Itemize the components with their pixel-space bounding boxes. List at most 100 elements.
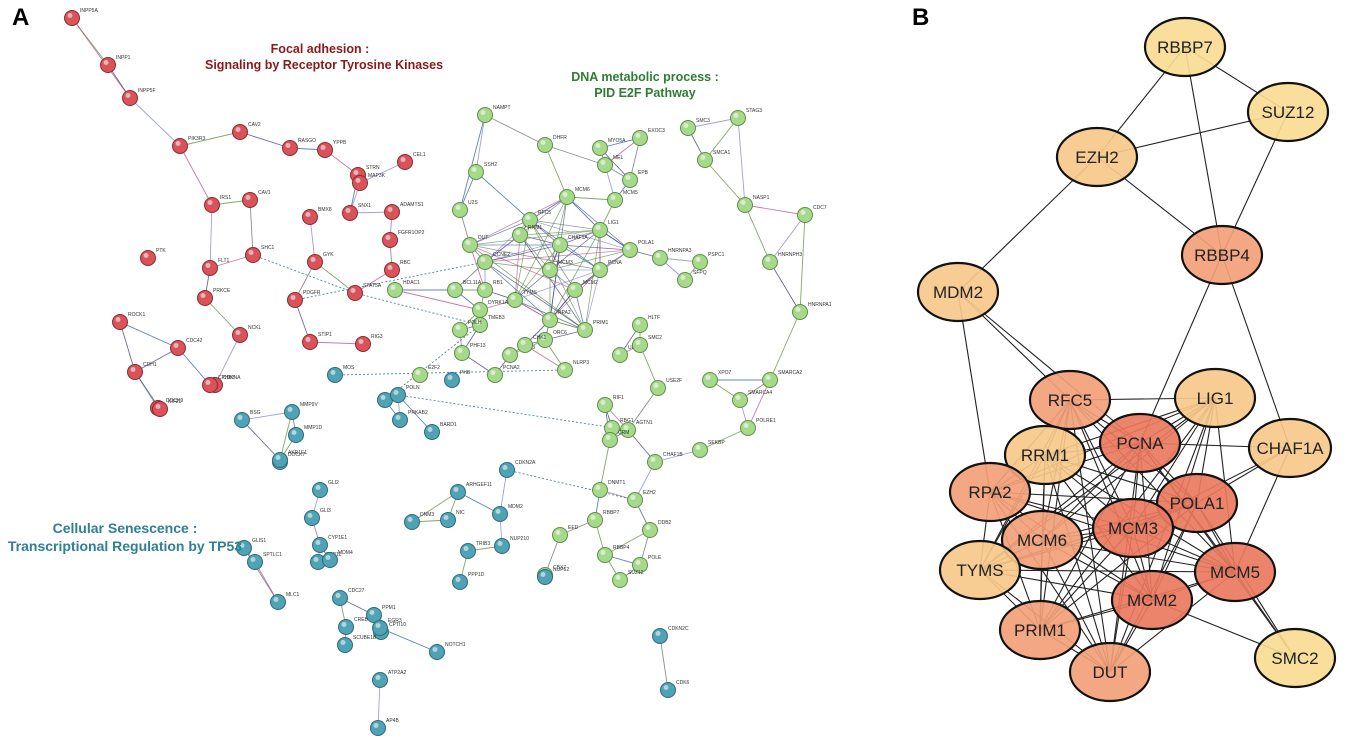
protein-label: SSH2 [484,162,497,168]
dna-hub-edge [519,234,586,331]
interaction-edge [1069,399,1236,573]
gene-label: DUT [1093,663,1128,682]
dna-edge [699,427,749,451]
protein-label: EGR3 [388,618,402,624]
protein-label: ORC6 [553,330,567,336]
gene-label: RFC5 [1048,391,1092,410]
protein-label: SMC2 [648,335,662,341]
interaction-edge [1139,254,1223,444]
node-highlight [680,275,686,280]
teal-cluster-nodes: BSGMMP9VMMP1DFBT6PRKAB2BARD1POLNPHBMOSDO… [234,365,690,736]
protein-label: PPP1D [468,572,485,578]
node-highlight [540,335,546,340]
senescence-edge [379,627,438,653]
protein-label: NOTCH1 [445,642,466,648]
protein-node [632,337,648,353]
dna-hub-edge [484,261,551,271]
node-highlight [700,155,706,160]
protein-label: CHAF1B [663,452,683,458]
protein-node [440,512,456,528]
protein-label: ADAMTS1 [400,202,424,208]
dna-edge [769,311,801,381]
gene-ellipse [1180,224,1264,286]
protein-node [652,250,668,266]
protein-node [338,619,354,635]
panel-b-letter: B [912,4,930,31]
node-highlight [453,487,459,492]
node-highlight [650,457,656,462]
dna-edge [544,144,606,166]
dna-hub-edge [529,219,576,291]
protein-label: CEL1 [413,152,426,158]
gene-node-rrm1: RRM1 [1003,424,1087,486]
protein-label: GLIS1 [252,538,266,544]
dna-metabolic-label: DNA metabolic process : PID E2F Pathway [560,70,730,101]
dna-hub-edge [484,229,601,263]
protein-label: DYRK1A [488,300,509,306]
gene-ellipse [1068,641,1152,703]
protein-node [312,537,328,553]
dna-hub-edge [584,269,601,331]
dna-edge [604,529,651,556]
protein-node [612,347,628,363]
protein-node [537,569,553,585]
protein-node [452,322,468,338]
dna-hub-edge [529,219,601,231]
protein-node [587,512,603,528]
interaction-edge [1069,399,1153,601]
gene-ellipse [916,261,1000,323]
protein-label: YPPB [333,140,347,146]
protein-node [512,227,528,243]
node-highlight [475,305,481,310]
node-highlight [595,265,601,270]
node-highlight [125,93,131,98]
dna-edge [769,214,806,263]
protein-label: EZH2 [643,490,656,496]
protein-node [304,510,320,526]
protein-label: CDK6 [676,680,690,686]
protein-label: CAV1 [258,190,271,196]
dna-edge [459,114,486,211]
gene-node-ezh2: EZH2 [1055,126,1139,188]
protein-node [307,254,323,270]
protein-label: HDAC1 [403,280,420,286]
focal-edge [314,261,356,294]
node-highlight [273,597,279,602]
gene-node-mdm2: MDM2 [916,261,1000,323]
protein-label: POLRE1 [756,418,776,424]
panel-a-letter: A [12,4,30,31]
node-highlight [663,685,669,690]
node-highlight [800,210,806,215]
node-highlight [635,340,641,345]
protein-node [592,140,608,156]
protein-node [197,290,213,306]
gene-label: RBBP4 [1194,246,1250,265]
gene-node-lig1: LIG1 [1173,367,1257,429]
protein-node [660,682,676,698]
protein-label: CDC42 [186,338,203,344]
dna-edge [737,117,746,206]
protein-label: SCUBE1B [353,635,377,641]
protein-label: RRM1 [528,225,542,231]
protein-label: CPTI10 [389,622,406,628]
protein-node [627,492,643,508]
protein-node [247,554,263,570]
node-highlight [765,375,771,380]
protein-label: FLT1 [218,258,230,264]
protein-node [612,572,628,588]
dna-edge [544,144,568,198]
protein-label: SMC3 [696,118,710,124]
protein-node [557,362,573,378]
dna-edge [769,261,801,313]
dna-edge [799,214,806,313]
interaction-edge [957,291,1141,444]
protein-label: PCNA [608,260,623,266]
dna-hub-edge [484,261,586,331]
protein-node [327,367,343,383]
protein-label: MDM2 [508,504,523,510]
node-highlight [313,557,319,562]
node-highlight [369,610,375,615]
node-highlight [495,509,501,514]
protein-node [737,197,753,213]
node-highlight [285,143,291,148]
